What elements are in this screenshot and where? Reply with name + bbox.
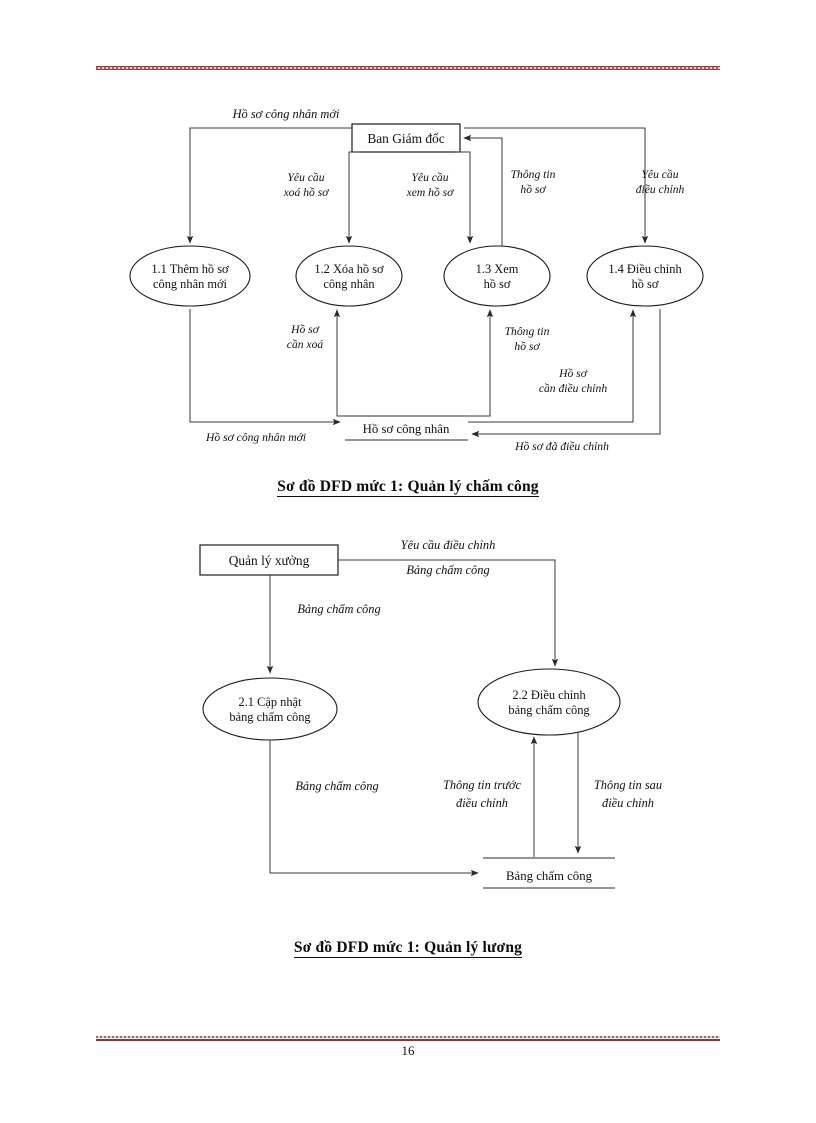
- flow-thong-tin-ho-so-bottom-label-line1: Thông tin: [505, 325, 550, 338]
- flow-yeu-cau-dieu-chinh-label-line2: điều chỉnh: [636, 183, 685, 196]
- flow-ho-so-can-xoa-path: [333, 309, 345, 417]
- flow-bang-cham-cong-mid-path: [269, 740, 479, 877]
- flow-thong-tin-ho-so-top-path: [463, 134, 503, 246]
- process-2-2-label-line1: 2.2 Điều chỉnh: [512, 688, 586, 702]
- process-1-4-shape: [586, 245, 704, 307]
- caption-dfd-quan-ly-luong: Sơ đồ DFD mức 1: Quản lý lương: [0, 939, 816, 958]
- process-2-2-shape: [477, 668, 621, 736]
- flow-ho-so-can-xoa-label-line2: cần xoá: [287, 338, 324, 351]
- process-2-1-shape: [202, 677, 338, 741]
- caption-dfd-cham-cong-text: Sơ đồ DFD mức 1: Quản lý chấm công: [277, 478, 539, 497]
- external-entity-ban-giam-doc-box: [351, 123, 461, 153]
- flow-ho-so-cong-nhan-moi-bottom-path: [189, 309, 341, 426]
- dfd-diagram-cham-cong: Ban Giám đốc 1.1 Thêm hồ sơ công nhân mớ…: [0, 96, 816, 466]
- flow-thong-tin-ho-so-top-label-line1: Thông tin: [511, 168, 556, 181]
- flow-ho-so-can-dieu-chinh-label-line1: Hồ sơ: [558, 367, 588, 380]
- flow-ho-so-can-dieu-chinh-path: [468, 309, 637, 423]
- flow-thong-tin-sau-dieu-chinh-label-line2: điều chỉnh: [602, 796, 654, 810]
- flow-ho-so-cong-nhan-moi-bottom-label: Hồ sơ công nhân mới: [205, 431, 306, 444]
- process-1-1-shape: [129, 245, 251, 307]
- flow-yeu-cau-xoa-ho-so-label-line1: Yêu cầu: [287, 171, 324, 184]
- flow-thong-tin-sau-dieu-chinh-label-line1: Thông tin sau: [594, 778, 662, 792]
- flow-yeu-cau-xoa-ho-so-label-line2: xoá hồ sơ: [283, 186, 330, 199]
- process-2-1-label-line1: 2.1 Cập nhật: [239, 695, 303, 709]
- process-1-2-shape: [295, 245, 403, 307]
- flow-thong-tin-ho-so-top-label-line2: hồ sơ: [520, 183, 546, 196]
- process-1-3-label-line1: 1.3 Xem: [476, 262, 519, 276]
- process-1-2-label-line2: công nhân: [323, 277, 374, 291]
- flow-yeu-cau-dieu-chinh-path: [464, 127, 649, 244]
- flow-ho-so-can-xoa-label-line1: Hồ sơ: [290, 323, 320, 336]
- datastore-ho-so-cong-nhan-label: Hồ sơ công nhân: [363, 422, 450, 436]
- process-1-3-label-line2: hồ sơ: [484, 277, 511, 291]
- flow-yeu-cau-xoa-ho-so-path: [345, 151, 360, 244]
- flow-ho-so-cong-nhan-moi-top-path: [186, 127, 352, 244]
- flow-yeu-cau-dieu-chinh-label-line1: Yêu cầu: [641, 168, 678, 181]
- process-1-4-label-line1: 1.4 Điều chỉnh: [608, 262, 682, 276]
- process-1-1-label-line2: công nhân mới: [153, 277, 228, 291]
- flow-bang-cham-cong-mid-label: Bảng chấm công: [295, 779, 378, 793]
- flow-ho-so-da-dieu-chinh-path: [471, 309, 661, 438]
- process-1-1-label-line1: 1.1 Thêm hồ sơ: [151, 262, 229, 276]
- process-1-4-label-line2: hồ sơ: [632, 277, 659, 291]
- flow-ho-so-can-dieu-chinh-label-line2: cần điều chỉnh: [539, 382, 607, 395]
- flow-bang-cham-cong-top-label: Bảng chấm công: [406, 563, 489, 577]
- flow-yeu-cau-xem-ho-so-label-line2: xem hồ sơ: [406, 186, 455, 199]
- process-1-3-shape: [443, 245, 551, 307]
- flow-thong-tin-truoc-dieu-chinh-label-line2: điều chỉnh: [456, 796, 508, 810]
- datastore-bang-cham-cong-label: Bảng chấm công: [506, 869, 593, 883]
- dfd-diagram-quan-ly-luong: Quản lý xưởng 2.1 Cập nhật bảng chấm côn…: [0, 535, 816, 905]
- process-2-1-label-line2: bảng chấm công: [229, 710, 310, 724]
- caption-dfd-cham-cong: Sơ đồ DFD mức 1: Quản lý chấm công: [0, 478, 816, 497]
- flow-yeu-cau-dieu-chinh-2-path: [338, 559, 559, 667]
- caption-dfd-quan-ly-luong-text: Sơ đồ DFD mức 1: Quản lý lương: [293, 939, 523, 958]
- flow-ho-so-da-dieu-chinh-label: Hồ sơ đã điều chỉnh: [514, 440, 609, 453]
- flow-thong-tin-ho-so-bottom-label-line2: hồ sơ: [514, 340, 540, 353]
- flow-thong-tin-truoc-dieu-chinh-label-line1: Thông tin trước: [443, 778, 522, 792]
- process-2-2-label-line2: bảng chấm công: [508, 703, 589, 717]
- external-entity-quan-ly-xuong-label: Quản lý xưởng: [229, 553, 310, 568]
- flow-ho-so-cong-nhan-moi-top-label: Hồ sơ công nhân mới: [232, 107, 340, 121]
- flow-yeu-cau-dieu-chinh-2-label: Yêu cầu điều chỉnh: [401, 538, 496, 552]
- process-1-2-label-line1: 1.2 Xóa hồ sơ: [314, 262, 384, 276]
- flow-bang-cham-cong-left-label: Bảng chấm công: [297, 602, 380, 616]
- page-number: 16: [401, 1043, 415, 1058]
- flow-thong-tin-ho-so-bottom-path: [468, 309, 494, 417]
- external-entity-ban-giam-doc-label: Ban Giám đốc: [367, 131, 444, 146]
- flow-yeu-cau-xem-ho-so-label-line1: Yêu cầu: [411, 171, 448, 184]
- flow-yeu-cau-xem-ho-so-path: [455, 151, 474, 244]
